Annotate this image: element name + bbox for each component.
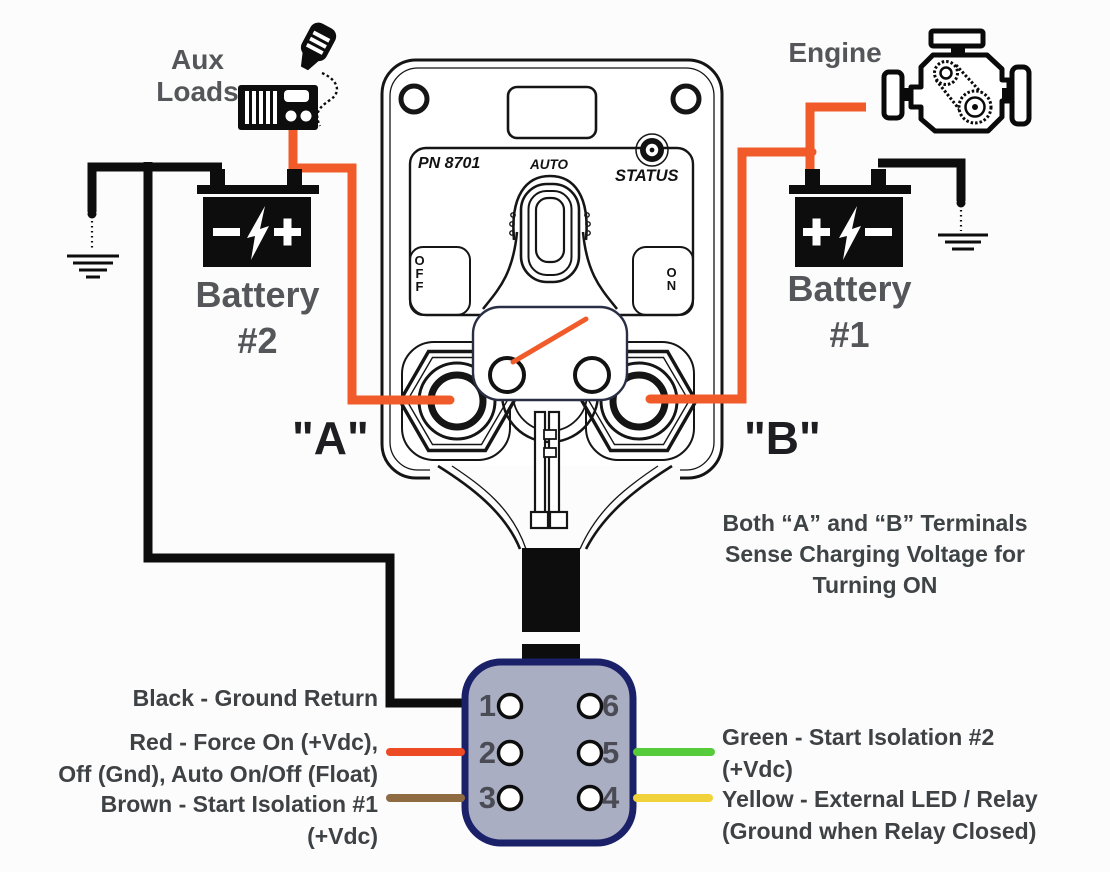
connector-6pin [461, 658, 637, 847]
status-led-icon [635, 133, 669, 167]
brown-wire-label: Brown - Start Isolation #1 (+Vdc) [100, 791, 378, 849]
relay-device-drawing [380, 58, 724, 550]
pin-1-number: 1 [478, 688, 496, 723]
relay-auto-label: AUTO [529, 157, 568, 172]
pin-2-number: 2 [478, 735, 496, 770]
mount-hole-right [670, 83, 702, 115]
battery1-label: Battery #1 [787, 268, 912, 355]
pin-3-number: 3 [478, 780, 496, 815]
aux-loads-label: Aux Loads [156, 44, 239, 107]
aux-radio-icon [238, 22, 339, 130]
pin-4-number: 4 [602, 780, 620, 815]
pin-3 [496, 784, 524, 812]
pin-5-number: 5 [602, 735, 620, 770]
mount-hole-left [398, 83, 430, 115]
sense-voltage-note: Both “A” and “B” Terminals Sense Chargin… [722, 510, 1028, 598]
engine-icon [881, 28, 1032, 134]
pin-6-number: 6 [602, 688, 620, 723]
switch-pole-a [488, 356, 526, 394]
terminal-b-label: "B" [744, 412, 821, 464]
bolt-symbol [247, 206, 269, 260]
switch-state-box [471, 305, 629, 402]
pin-5 [576, 739, 604, 767]
pin-1 [496, 692, 524, 720]
relay-part-number: PN 8701 [418, 155, 481, 172]
green-wire-label: Green - Start Isolation #2 (+Vdc) [722, 724, 995, 782]
black-wire-label: Black - Ground Return [132, 685, 378, 711]
microphone-icon [300, 22, 337, 71]
orange-wires [288, 102, 866, 405]
black-wires [67, 158, 988, 708]
battery2-label: Battery #2 [195, 274, 320, 361]
relay-cable [522, 548, 580, 632]
yellow-wire-label: Yellow - External LED / Relay (Ground wh… [722, 786, 1038, 844]
relay-status-label: STATUS [615, 167, 679, 185]
signal-wire-stubs [386, 748, 715, 802]
engine-label: Engine [788, 37, 882, 68]
pin-6 [576, 692, 604, 720]
relay-prongs [529, 410, 569, 530]
minus-symbol [213, 228, 240, 236]
relay-on-label: ON [664, 265, 679, 291]
ground-symbol-left [67, 254, 119, 279]
minus-symbol [865, 228, 892, 236]
switch-arm-open [510, 316, 589, 365]
relay-off-label: OFF [412, 253, 427, 292]
pin-2 [496, 739, 524, 767]
switch-pole-b [573, 356, 611, 394]
battery1-icon [789, 169, 911, 267]
pin-4 [576, 784, 604, 812]
bolt-symbol [839, 206, 861, 260]
ground-symbol-right [938, 233, 988, 251]
terminal-a-label: "A" [292, 412, 369, 464]
relay-lever-drawing [482, 174, 618, 310]
red-wire-label: Red - Force On (+Vdc), Off (Gnd), Auto O… [58, 729, 378, 787]
battery2-icon [197, 169, 319, 267]
